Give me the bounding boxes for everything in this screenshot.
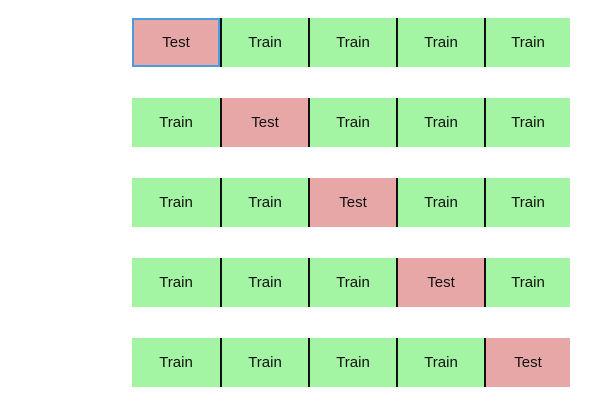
fold-cell-train: Train [220,178,308,227]
fold-cell-train: Train [132,338,220,387]
fold-cell-test: Test [396,258,484,307]
fold-cell-test[interactable]: Test [132,18,220,67]
fold-row-3: Train Train Test Train Train [132,178,570,227]
fold-cell-train: Train [220,338,308,387]
fold-cell-train: Train [308,98,396,147]
fold-cell-train: Train [220,18,308,67]
fold-cell-test: Test [220,98,308,147]
fold-cell-train: Train [132,178,220,227]
fold-cell-train: Train [220,258,308,307]
fold-cell-train: Train [308,338,396,387]
fold-cell-train: Train [396,338,484,387]
fold-cell-train: Train [396,18,484,67]
fold-row-2: Train Test Train Train Train [132,98,570,147]
fold-cell-train: Train [484,98,570,147]
fold-cell-train: Train [484,258,570,307]
fold-cell-train: Train [484,18,570,67]
fold-cell-test: Test [484,338,570,387]
fold-cell-train: Train [308,258,396,307]
fold-row-4: Train Train Train Test Train [132,258,570,307]
fold-cell-train: Train [132,258,220,307]
fold-row-5: Train Train Train Train Test [132,338,570,387]
fold-cell-train: Train [396,98,484,147]
fold-cell-train: Train [308,18,396,67]
fold-row-1: Test Train Train Train Train [132,18,570,67]
fold-cell-train: Train [132,98,220,147]
fold-cell-test: Test [308,178,396,227]
fold-cell-train: Train [396,178,484,227]
fold-cell-train: Train [484,178,570,227]
